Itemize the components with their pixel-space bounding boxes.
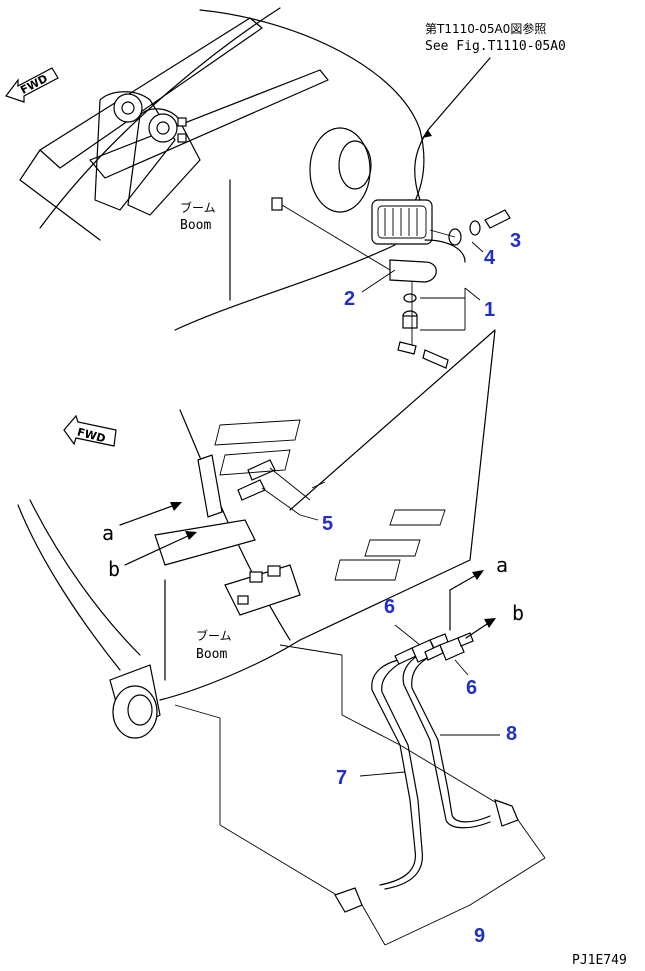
callout-6: 6 (466, 677, 477, 699)
reference-jp: 第T1110-05A0図参照 (425, 21, 546, 36)
callout-9: 9 (474, 925, 485, 947)
callout-8: 8 (506, 723, 517, 745)
boom-label-jp: ブーム (196, 628, 232, 643)
boom-label-jp: ブーム (180, 200, 216, 215)
callout-5: 5 (322, 513, 333, 535)
lower-boom-drawing (17, 329, 546, 946)
connection-label-a: a (102, 521, 114, 545)
connection-label-a: a (496, 553, 508, 577)
connection-label-b: b (512, 601, 524, 625)
fwd-label: FWD (18, 72, 50, 97)
reference-en: See Fig.T1110-05A0 (425, 39, 566, 54)
callout-2: 2 (344, 288, 355, 310)
fwd-arrow-icon: FWD (5, 67, 59, 103)
boom-label-en: Boom (180, 218, 211, 233)
callout-7: 7 (336, 767, 347, 789)
drawing-number: PJ1E749 (572, 953, 627, 968)
callout-1: 1 (484, 299, 495, 321)
callout-3: 3 (510, 230, 521, 252)
upper-boom-drawing (19, 7, 511, 369)
callout-4: 4 (484, 247, 496, 269)
connection-label-b: b (108, 557, 120, 581)
callout-6: 6 (384, 596, 395, 618)
fwd-arrow-icon: FWD (63, 414, 117, 447)
boom-label-en: Boom (196, 647, 227, 662)
